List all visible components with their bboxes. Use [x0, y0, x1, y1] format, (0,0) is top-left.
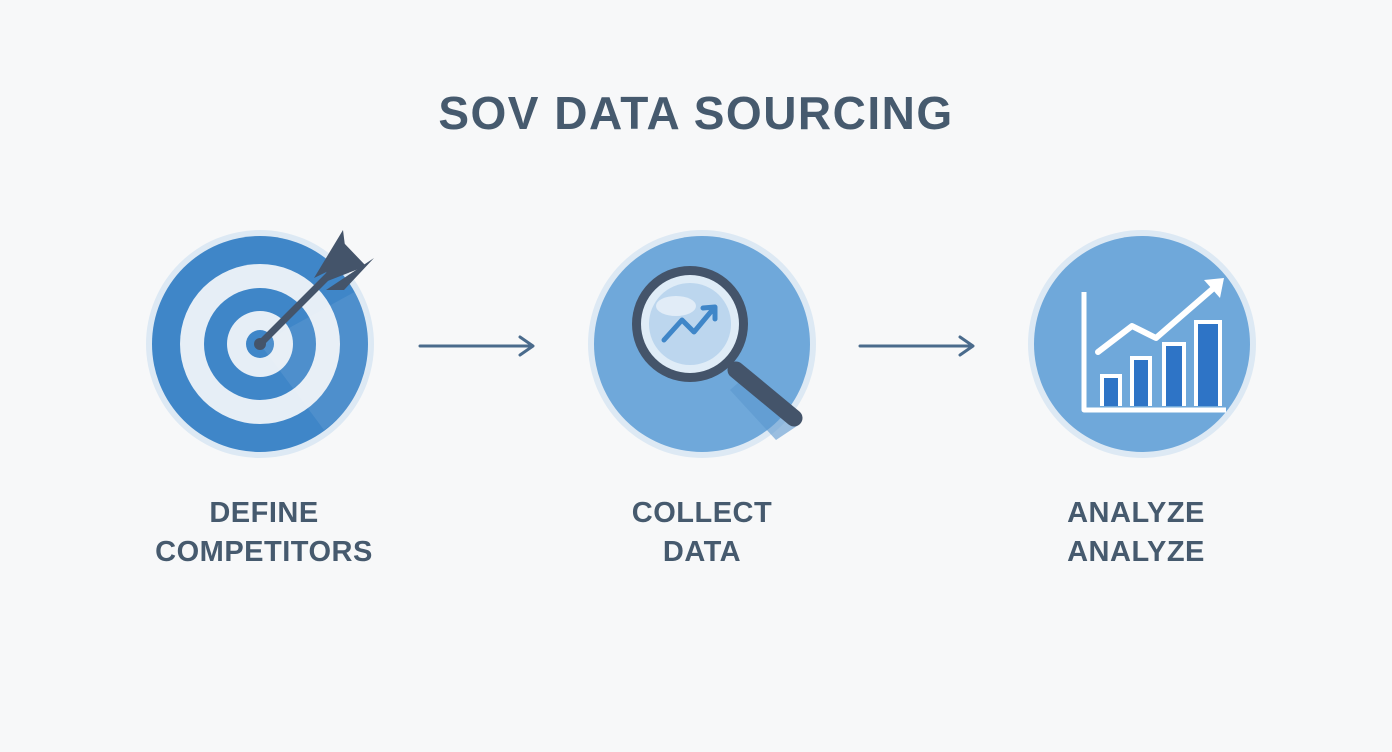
step-3-line-1: ANALYZE [1067, 497, 1205, 529]
flow-arrow-2 [856, 331, 978, 361]
magnifier-icon [586, 228, 818, 460]
step-2-line-1: COLLECT [631, 497, 773, 529]
step-label-collect-data: COLLECT DATA [552, 494, 852, 572]
step-1-line-2: COMPETITORS [155, 536, 373, 568]
bar-chart-icon [1026, 228, 1258, 460]
step-1-line-1: DEFINE [209, 497, 319, 529]
step-2-line-2: DATA [662, 536, 742, 568]
flow-arrow-1 [416, 331, 538, 361]
target-icon [144, 228, 376, 460]
step-label-analyze: ANALYZE ANALYZE [986, 494, 1286, 572]
step-3-line-2: ANALYZE [1067, 536, 1205, 568]
diagram-title: SOV DATA SOURCING [438, 87, 954, 139]
step-label-define-competitors: DEFINE COMPETITORS [114, 494, 414, 572]
